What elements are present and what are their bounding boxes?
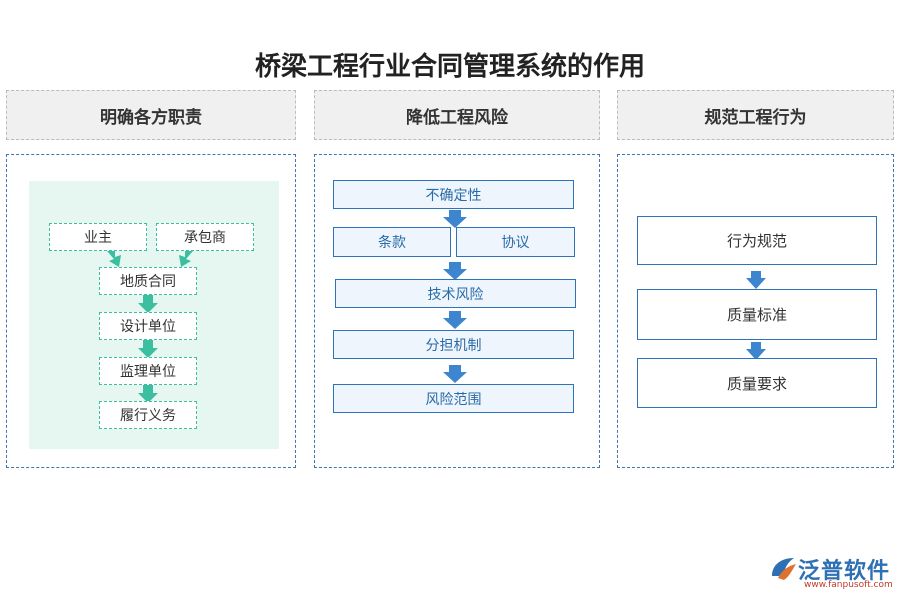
arrow-down-icon (138, 340, 158, 358)
page-title: 桥梁工程行业合同管理系统的作用 (254, 52, 645, 82)
arrow-down-icon (443, 210, 467, 228)
arrow-down-icon (138, 385, 158, 403)
node-supervision-unit: 监理单位 (99, 357, 197, 385)
arrow-down-icon (138, 295, 158, 313)
arrow-down-icon (746, 271, 766, 289)
panel-risk: 不确定性 条款 协议 技术风险 分担机制 风险范围 (314, 154, 600, 468)
node-geology-contract: 地质合同 (99, 267, 197, 295)
arrow-down-right-icon (107, 251, 121, 267)
node-technical-risk: 技术风险 (335, 279, 576, 308)
logo-name: 泛普软件 (798, 559, 891, 584)
node-conduct-norms: 行为规范 (637, 216, 877, 265)
node-fulfil-obligations: 履行义务 (99, 401, 197, 429)
arrow-down-left-icon (179, 251, 193, 267)
node-uncertainty: 不确定性 (333, 180, 574, 209)
node-risk-scope: 风险范围 (333, 384, 574, 413)
node-design-unit: 设计单位 (99, 312, 197, 340)
arrow-down-icon (746, 342, 766, 360)
panel-conduct: 行为规范 质量标准 质量要求 (617, 154, 894, 468)
arrow-down-icon (443, 365, 467, 383)
logo-mark-icon (772, 558, 796, 580)
column-header-conduct: 规范工程行为 (617, 90, 894, 140)
brand-logo: 泛普软件 www.fanpusoft.com (768, 552, 898, 596)
column-header-responsibilities: 明确各方职责 (6, 90, 296, 140)
arrow-down-icon (443, 262, 467, 280)
logo-url: www.fanpusoft.com (804, 580, 893, 590)
node-clauses: 条款 (333, 227, 451, 257)
node-quality-standards: 质量标准 (637, 289, 877, 340)
panel-responsibilities: 业主 承包商 地质合同 设计单位 监理单位 履行义务 (6, 154, 296, 468)
node-owner: 业主 (49, 223, 147, 251)
node-agreement: 协议 (456, 227, 575, 257)
arrow-down-icon (443, 311, 467, 329)
node-quality-requirements: 质量要求 (637, 358, 877, 408)
node-sharing-mechanism: 分担机制 (333, 330, 574, 359)
node-contractor: 承包商 (156, 223, 254, 251)
column-header-risk: 降低工程风险 (314, 90, 600, 140)
